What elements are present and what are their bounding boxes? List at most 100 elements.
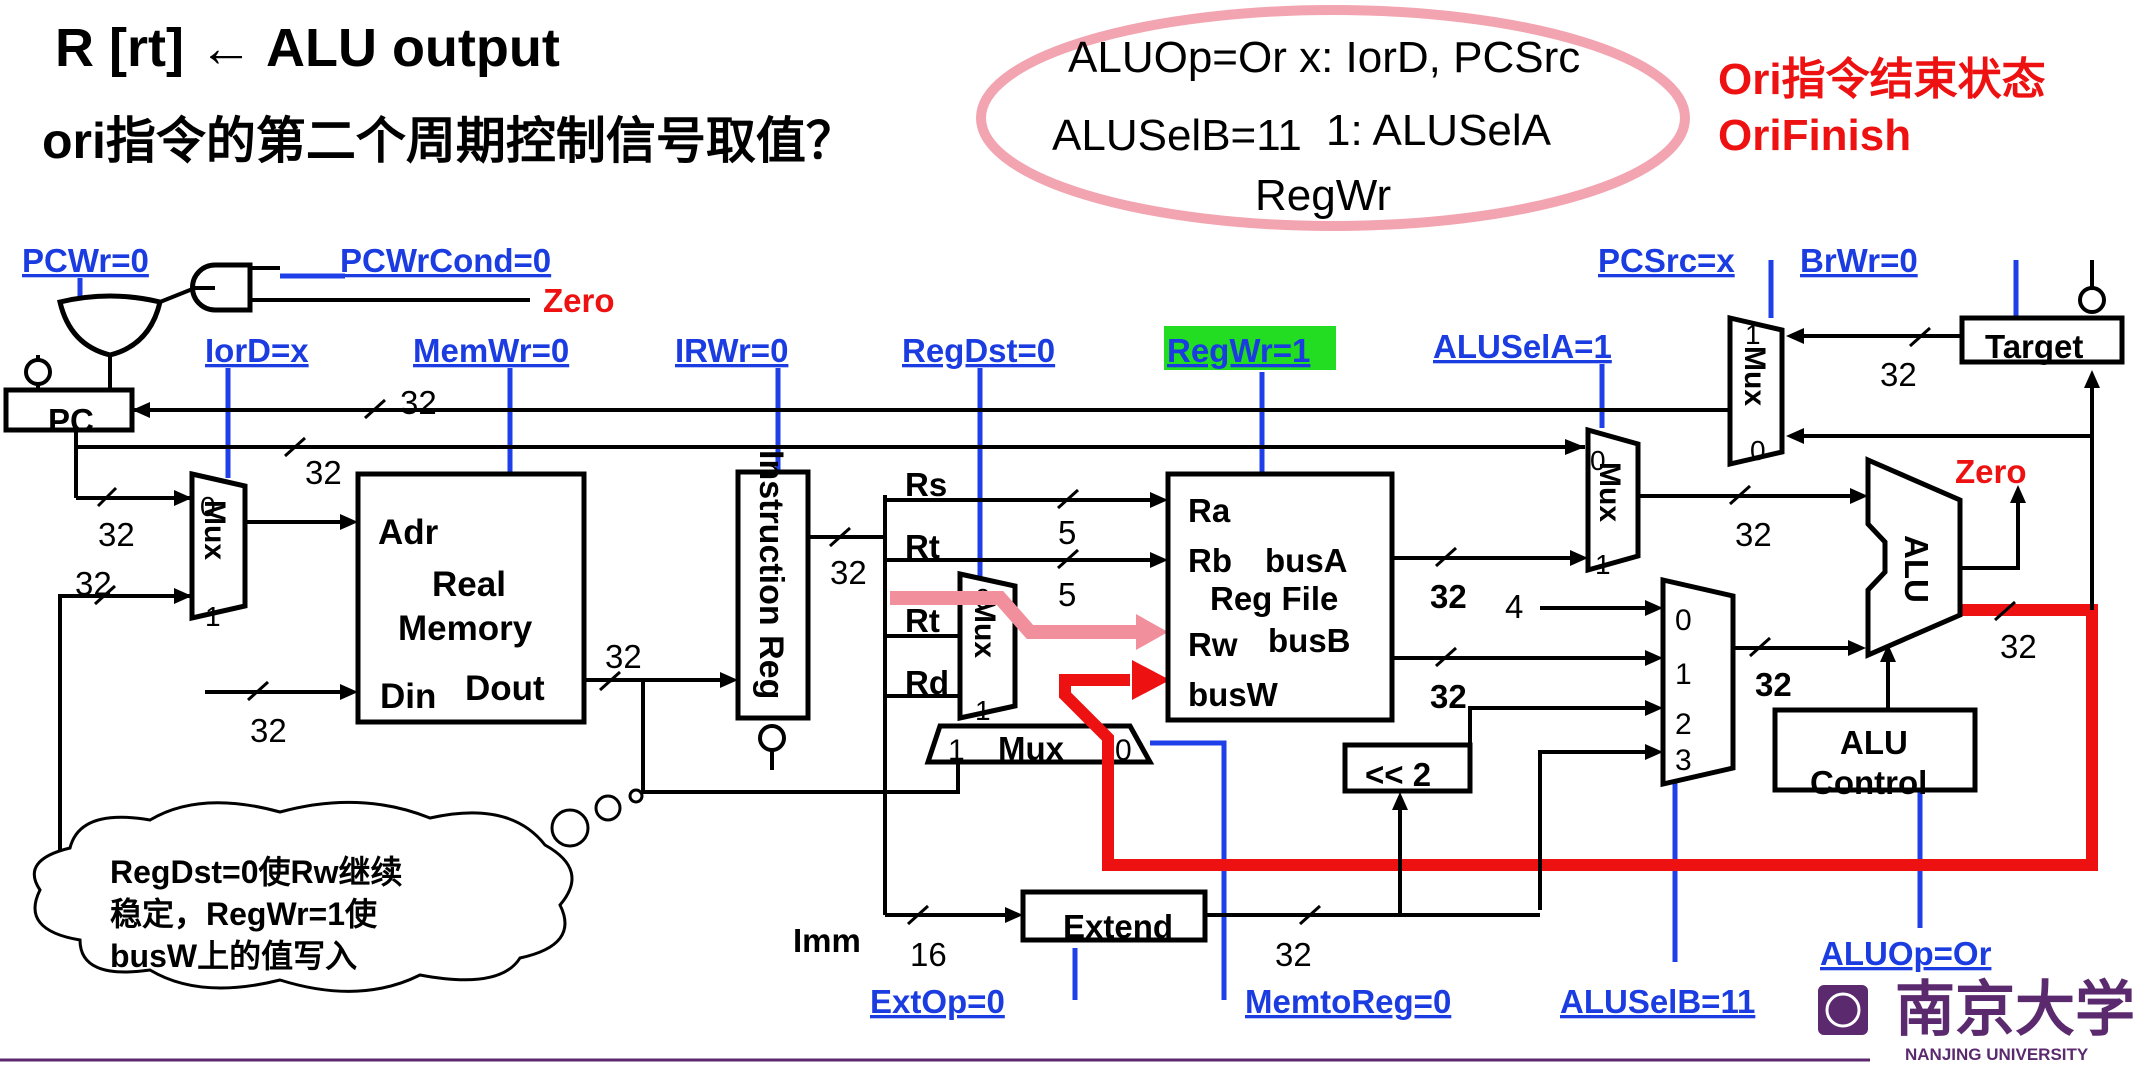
svg-text:32: 32 bbox=[605, 638, 642, 675]
regdst-mux bbox=[957, 570, 1018, 722]
memtoreg-line bbox=[1150, 740, 1227, 1000]
memtoreg-mux bbox=[924, 723, 1155, 765]
clock-pc bbox=[24, 358, 52, 386]
svg-text:0: 0 bbox=[1590, 445, 1606, 476]
slide-title: R [rt] ← ALU output bbox=[55, 18, 560, 78]
note-line-1: RegDst=0使Rw继续 bbox=[110, 854, 403, 890]
svg-text:Rs: Rs bbox=[905, 466, 947, 503]
svg-text:16: 16 bbox=[910, 936, 947, 973]
svg-text:0: 0 bbox=[1675, 604, 1692, 637]
svg-text:busB: busB bbox=[1268, 622, 1351, 659]
svg-text:Adr: Adr bbox=[378, 513, 439, 552]
svg-text:Mux: Mux bbox=[1593, 462, 1626, 522]
ellipse-line-1: ALUOp=Or x: IorD, PCSrc bbox=[1068, 33, 1580, 82]
svg-text:32: 32 bbox=[1755, 666, 1792, 703]
pc-register bbox=[3, 387, 135, 433]
slide-question: ori指令的第二个周期控制信号取值？ bbox=[42, 113, 856, 169]
regwr-highlight bbox=[1164, 326, 1336, 370]
svg-text:0: 0 bbox=[1750, 435, 1766, 466]
svg-text:Rt: Rt bbox=[905, 602, 940, 639]
svg-text:4: 4 bbox=[1505, 588, 1523, 625]
signal-aluop: ALUOp=Or bbox=[1820, 935, 1992, 972]
svg-text:5: 5 bbox=[1058, 576, 1076, 613]
university-name-en: NANJING UNIVERSITY bbox=[1905, 1045, 2089, 1064]
signal-regdst: RegDst=0 bbox=[902, 332, 1055, 369]
alu-zero-label: Zero bbox=[1955, 453, 2027, 490]
rw-highlight-arrow bbox=[890, 591, 1140, 639]
target-register bbox=[1959, 315, 2125, 365]
signal-regwr: RegWr=1 bbox=[1167, 332, 1310, 369]
note-bubble bbox=[32, 800, 574, 993]
svg-text:Mux: Mux bbox=[198, 500, 231, 560]
svg-text:3: 3 bbox=[1675, 744, 1692, 777]
svg-text:1: 1 bbox=[1745, 319, 1761, 350]
mdr-to-mux-wire bbox=[641, 680, 960, 794]
signal-brwr: BrWr=0 bbox=[1800, 242, 1918, 279]
svg-text:32: 32 bbox=[250, 712, 287, 749]
svg-text:<< 2: << 2 bbox=[1365, 756, 1431, 793]
svg-text:32: 32 bbox=[1275, 936, 1312, 973]
state-name-en: OriFinish bbox=[1718, 111, 1911, 160]
svg-text:Memory: Memory bbox=[398, 609, 533, 648]
svg-text:Mux: Mux bbox=[998, 730, 1065, 767]
svg-text:Imm: Imm bbox=[793, 922, 861, 959]
svg-text:32: 32 bbox=[1735, 516, 1772, 553]
svg-text:ALU: ALU bbox=[1898, 535, 1935, 603]
svg-text:busW: busW bbox=[1188, 676, 1279, 713]
clock-ir bbox=[758, 724, 786, 752]
svg-text:Real: Real bbox=[432, 565, 506, 604]
signal-pcsrc: PCSrc=x bbox=[1598, 242, 1735, 279]
register-file bbox=[1165, 471, 1395, 723]
ellipse-line-2b: 1: ALUSelA bbox=[1326, 106, 1552, 155]
real-memory bbox=[355, 471, 587, 725]
gate-wires bbox=[159, 286, 215, 304]
svg-text:2: 2 bbox=[1675, 708, 1692, 741]
svg-text:Din: Din bbox=[380, 677, 436, 716]
svg-text:Mux: Mux bbox=[1738, 346, 1771, 406]
alu bbox=[1865, 456, 1963, 659]
aluselb-mux bbox=[1660, 576, 1736, 788]
svg-text:0: 0 bbox=[1115, 734, 1132, 767]
signal-extop: ExtOp=0 bbox=[870, 983, 1005, 1020]
svg-text:32: 32 bbox=[1430, 578, 1467, 615]
svg-text:1: 1 bbox=[948, 734, 965, 767]
zero-input-label: Zero bbox=[543, 282, 615, 319]
clock-target bbox=[2078, 286, 2106, 314]
signal-pcwrcond: PCWrCond=0 bbox=[340, 242, 551, 279]
signal-irwr: IRWr=0 bbox=[675, 332, 788, 369]
svg-text:32: 32 bbox=[400, 384, 437, 421]
shift-left-2 bbox=[1342, 742, 1473, 794]
iord-mux bbox=[189, 470, 248, 622]
svg-text:0: 0 bbox=[200, 491, 216, 522]
svg-text:Rw: Rw bbox=[1188, 626, 1238, 663]
svg-text:32: 32 bbox=[1880, 356, 1917, 393]
svg-text:1: 1 bbox=[975, 695, 991, 726]
ellipse-line-3: RegWr bbox=[1255, 171, 1391, 220]
svg-text:ALU: ALU bbox=[1840, 724, 1908, 761]
svg-text:32: 32 bbox=[1430, 678, 1467, 715]
or-gate bbox=[57, 293, 163, 358]
svg-text:1: 1 bbox=[205, 601, 221, 632]
svg-text:Rb: Rb bbox=[1188, 542, 1232, 579]
signal-pcwr: PCWr=0 bbox=[22, 242, 149, 279]
university-logo: 南京大学 NANJING UNIVERSITY bbox=[1818, 976, 2135, 1064]
pc-label: PC bbox=[48, 402, 94, 439]
svg-text:Instruction Reg: Instruction Reg bbox=[752, 450, 790, 699]
signal-alusela: ALUSelA=1 bbox=[1433, 328, 1612, 365]
alu-out-to-iord-wire bbox=[58, 594, 192, 862]
svg-text:1: 1 bbox=[1675, 658, 1692, 691]
svg-text:1: 1 bbox=[1595, 549, 1611, 580]
svg-text:32: 32 bbox=[98, 516, 135, 553]
and-gate bbox=[190, 262, 253, 313]
svg-text:Ra: Ra bbox=[1188, 492, 1231, 529]
svg-text:32: 32 bbox=[830, 554, 867, 591]
svg-text:Mux: Mux bbox=[968, 598, 1001, 658]
svg-text:32: 32 bbox=[2000, 628, 2037, 665]
alusela-mux bbox=[1585, 426, 1641, 574]
svg-text:Control: Control bbox=[1810, 764, 1927, 801]
state-name-cn: Ori指令结束状态 bbox=[1718, 55, 2046, 104]
note-line-2: 稳定，RegWr=1使 bbox=[110, 896, 378, 932]
signal-iord: IorD=x bbox=[205, 332, 309, 369]
